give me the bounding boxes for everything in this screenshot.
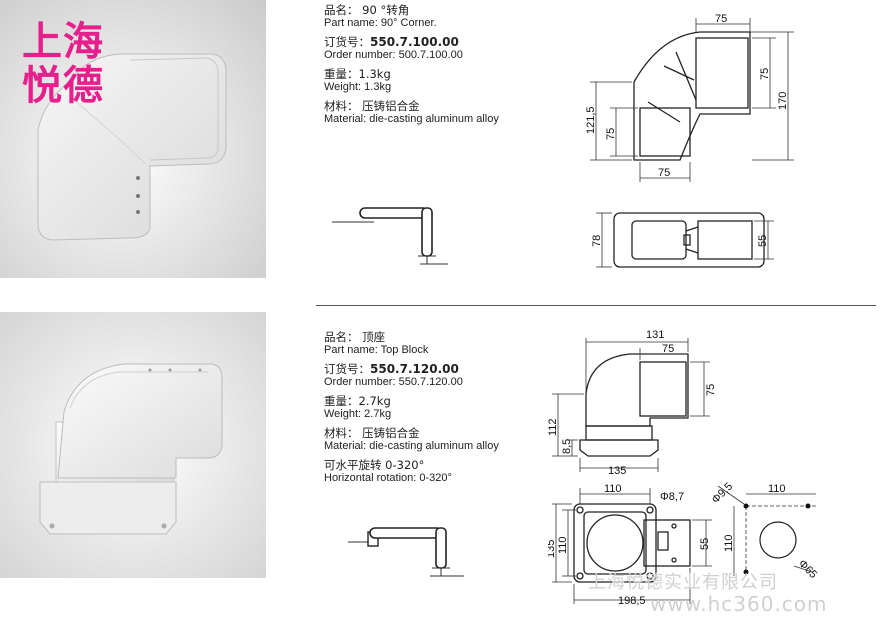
material-en: Material: die-casting aluminum alloy	[324, 113, 499, 125]
brand-line-1: 上海	[22, 19, 104, 65]
order-number-en: Order number: 550.7.120.00	[324, 376, 463, 388]
dim-left-inner: 75	[605, 128, 617, 140]
weight-en: Weight: 2.7kg	[324, 408, 392, 420]
dim-side-right: 55	[757, 235, 769, 247]
dim-left-outer: 112	[547, 418, 559, 436]
brand-line-2: 悦德	[22, 63, 104, 109]
dim-plan-bottom: 198,5	[618, 595, 646, 607]
dim-top-inner: 75	[662, 343, 674, 355]
order-number-en: Order number: 500.7.100.00	[324, 49, 463, 61]
dim-side-height: 78	[591, 235, 603, 247]
dim-pattern-circle: Φ65	[796, 558, 819, 578]
dim-bottom: 135	[608, 465, 626, 476]
company-brand: 上海 悦德	[22, 20, 104, 108]
dim-plan-left-outer: 135	[548, 540, 557, 558]
dim-top-outer: 131	[646, 329, 664, 341]
rotation-en: Horizontal rotation: 0-320°	[324, 472, 452, 484]
part-name-en: Part name: Top Block	[324, 344, 429, 356]
mount-diagram-top-block	[348, 527, 464, 577]
watermark-url: www.hc360.com	[650, 592, 828, 616]
dim-pattern-hole: Φ9,5	[712, 481, 735, 507]
product-photo-corner	[0, 0, 266, 278]
dim-plan-right: 55	[699, 538, 711, 550]
dim-plan-top: 110	[604, 484, 622, 495]
product-photo-top-block	[0, 312, 266, 578]
material-en: Material: die-casting aluminum alloy	[324, 440, 499, 452]
dim-left-inner: 8,5	[561, 439, 573, 454]
spec-block-top-block: 品名： 顶座 Part name: Top Block 订货号：550.7.12…	[324, 331, 499, 485]
corner-side-drawing: 78 55	[591, 212, 774, 268]
watermark-company: 上海悦德实业有限公司	[588, 572, 778, 593]
weight-cn: 重量：2.7kg	[324, 394, 391, 408]
order-number-cn: 订货号：550.7.120.00	[324, 363, 499, 376]
order-label: 订货号：	[324, 35, 370, 49]
dim-right: 75	[705, 384, 717, 396]
material-cn: 材料： 压铸铝合金	[324, 426, 420, 440]
dim-bottom: 75	[658, 167, 670, 179]
part-name-cn: 品名： 90 °转角	[324, 3, 410, 17]
dim-top: 75	[715, 13, 727, 25]
weight-en: Weight: 1.3kg	[324, 81, 392, 93]
material-cn: 材料： 压铸铝合金	[324, 99, 420, 113]
top-block-elevation-drawing: 131 75 75 112 8,5 135	[547, 329, 717, 476]
section-divider	[316, 305, 876, 306]
weight-cn: 重量：1.3kg	[324, 67, 391, 81]
dim-right-outer: 170	[777, 92, 789, 110]
spec-block-corner: 品名： 90 °转角 Part name: 90° Corner. 订货号：55…	[324, 4, 499, 126]
order-label: 订货号：	[324, 362, 370, 376]
dim-left-outer: 121,5	[585, 106, 597, 134]
dim-plan-hole: Φ8,7	[660, 491, 684, 503]
mounting-pattern-drawing: 110 Φ9,5 110 Φ65	[712, 481, 819, 578]
order-value: 550.7.120.00	[370, 362, 459, 376]
order-value: 550.7.100.00	[370, 35, 459, 49]
part-name-cn: 品名： 顶座	[324, 330, 386, 344]
dim-right-inner: 75	[759, 68, 771, 80]
dim-plan-left-inner: 110	[557, 536, 569, 554]
order-number-cn: 订货号：550.7.100.00	[324, 36, 499, 49]
dim-pattern-top: 110	[768, 483, 786, 495]
dim-pattern-left: 110	[723, 534, 735, 552]
top-block-plan-drawing: 110 Φ8,7 135 110 55 198,5	[548, 484, 712, 607]
part-name-en: Part name: 90° Corner.	[324, 17, 437, 29]
rotation-cn: 可水平旋转 0-320°	[324, 458, 425, 472]
corner-front-drawing: 75 75 170 121,5 75 75	[585, 13, 794, 182]
mount-diagram-corner	[332, 207, 448, 265]
